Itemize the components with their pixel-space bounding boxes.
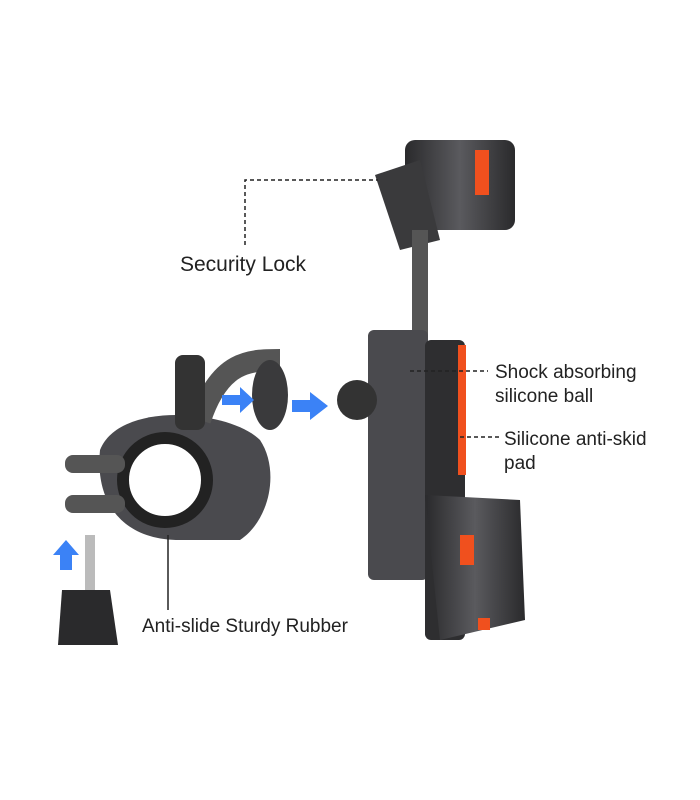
phone-holder [368, 140, 525, 640]
leader-lines [244, 179, 500, 438]
label-shock-ball-2: silicone ball [495, 386, 594, 407]
label-anti-skid-1: Silicone anti-skid [504, 429, 647, 450]
label-security-lock: Security Lock [180, 253, 307, 276]
handlebar-clamp [58, 349, 288, 645]
label-anti-skid-2: pad [504, 453, 536, 474]
arrow-icon [53, 387, 328, 570]
silicone-ball [337, 380, 377, 420]
label-shock-ball-1: Shock absorbing [495, 362, 637, 383]
label-rubber: Anti-slide Sturdy Rubber [142, 616, 348, 637]
